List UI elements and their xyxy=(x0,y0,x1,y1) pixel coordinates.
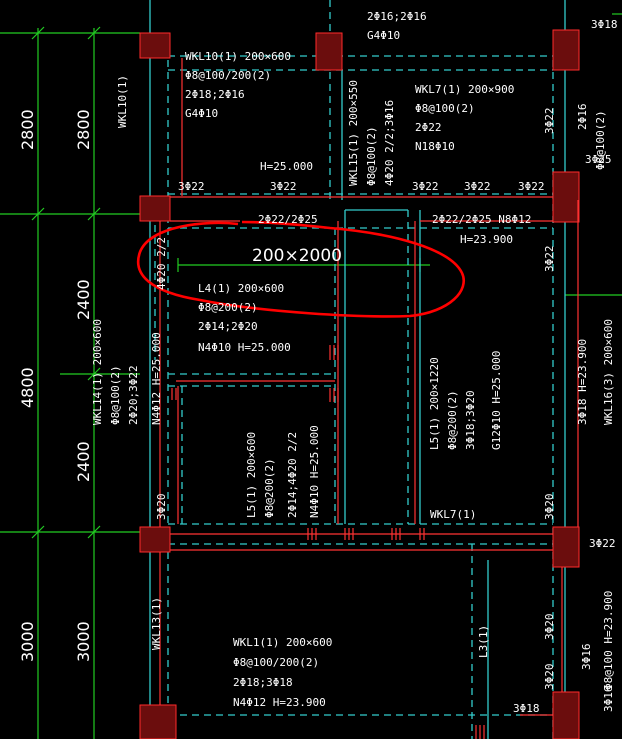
dim-2400-inner-a: 2400 xyxy=(74,279,93,320)
label-wkl14-1: WKL14(1) 200×600 xyxy=(91,319,104,425)
label-3d22-v1: 3Φ22 xyxy=(543,108,556,135)
dim-4800-outer: 4800 xyxy=(18,367,37,408)
label-r-top2: H=23.900 xyxy=(460,233,513,246)
label-top-right: 3Φ18 xyxy=(591,18,618,31)
rebar-ticks xyxy=(171,345,485,739)
label-l4-vert: 4Φ20 2/2 xyxy=(155,237,168,290)
label-wkl14-2: Φ8@100(2) xyxy=(109,365,122,425)
label-r2d16: 2Φ16 xyxy=(576,104,589,131)
label-l5b-1: L5(1) 200×1220 xyxy=(428,357,441,450)
label-wkl1-3: 2Φ18;3Φ18 xyxy=(233,676,293,689)
label-wkl10-3: 2Φ18;2Φ16 xyxy=(185,88,245,101)
label-l4-1: L4(1) 200×600 xyxy=(198,282,284,295)
label-3d20-a: 3Φ20 xyxy=(155,494,168,521)
columns xyxy=(139,29,580,739)
label-wkl1-2: Φ8@100/200(2) xyxy=(233,656,319,669)
label-wkl7a-2: Φ8@100(2) xyxy=(415,102,475,115)
dimension-texts: 2800 4800 3000 2800 2400 2400 3000 200×2… xyxy=(18,109,342,662)
label-r-h23: Φ8@100 H=23.900 xyxy=(602,591,615,690)
label-wkl7a-1: WKL7(1) 200×900 xyxy=(415,83,514,96)
label-wkl1-4: N4Φ12 H=23.900 xyxy=(233,696,326,709)
label-wkl15-3: 4Φ20 2/2;3Φ16 xyxy=(383,100,396,186)
column-2 xyxy=(315,32,343,71)
label-l5a-2: Φ8@200(2) xyxy=(263,458,276,518)
label-wkl10-1: WKL10(1) 200×600 xyxy=(185,50,291,63)
column-9 xyxy=(552,691,580,739)
label-top-b: G4Φ10 xyxy=(367,29,400,42)
label-l3: L3(1) xyxy=(477,625,490,658)
label-r-top1: 2Φ22/2Φ25 N8Φ12 xyxy=(432,213,531,226)
label-wkl7a-3: 2Φ22 xyxy=(415,121,442,134)
label-wkl14-4: N4Φ12 H=25.000 xyxy=(150,332,163,425)
column-4 xyxy=(139,195,171,222)
label-l4-4: N4Φ10 H=25.000 xyxy=(198,341,291,354)
label-wkl14-3: 2Φ20;3Φ22 xyxy=(127,365,140,425)
dimension-lines xyxy=(0,13,622,739)
annotation-circle xyxy=(137,220,465,318)
dim-2400-inner-b: 2400 xyxy=(74,441,93,482)
label-wkl10-vert: WKL10(1) xyxy=(116,75,129,128)
label-3d22-v2: 3Φ22 xyxy=(543,246,556,273)
column-8 xyxy=(139,704,177,739)
label-l5b-4: G12Φ10 H=25.000 xyxy=(490,351,503,450)
column-3 xyxy=(552,29,580,71)
label-wkl7b: WKL7(1) xyxy=(430,508,476,521)
label-l5b-3: 3Φ18;3Φ20 xyxy=(464,390,477,450)
label-3d20-c: 3Φ20 xyxy=(543,614,556,641)
dim-3000-outer: 3000 xyxy=(18,621,37,662)
label-r3d25: 3Φ25 xyxy=(585,153,612,166)
label-wkl15-2: Φ8@100(2) xyxy=(365,126,378,186)
label-l4-2: Φ8@200(2) xyxy=(198,301,258,314)
label-l5a-3: 2Φ14;4Φ20 2/2 xyxy=(286,432,299,518)
label-top-a: 2Φ16;2Φ16 xyxy=(367,10,427,23)
label-l4-top: 2Φ22/2Φ25 xyxy=(258,213,318,226)
label-3d22-e: 3Φ22 xyxy=(518,180,545,193)
label-wkl13: WKL13(1) xyxy=(150,597,163,650)
column-5 xyxy=(552,171,580,223)
column-1 xyxy=(139,32,171,59)
label-wkl1-1: WKL1(1) 200×600 xyxy=(233,636,332,649)
dim-2800-inner: 2800 xyxy=(74,109,93,150)
label-3d18: 3Φ18 xyxy=(513,702,540,715)
beam-labels: 2Φ16;2Φ16 G4Φ10 3Φ18 WKL10(1) WKL10(1) 2… xyxy=(91,10,618,715)
beam-edges xyxy=(149,0,566,739)
label-r3d16: 3Φ16 xyxy=(580,644,593,671)
dim-3000-inner: 3000 xyxy=(74,621,93,662)
dim-200x2000: 200×2000 xyxy=(252,246,342,266)
label-wkl15-1: WKL15(1) 200×550 xyxy=(347,80,360,186)
label-3d22-mid: 3Φ22 xyxy=(589,537,616,550)
label-wkl10-4: G4Φ10 xyxy=(185,107,218,120)
column-6 xyxy=(139,526,171,553)
label-3d22-b: 3Φ22 xyxy=(270,180,297,193)
label-l5b-2: Φ8@200(2) xyxy=(446,390,459,450)
label-r-stir: Φ8@100(2) xyxy=(594,110,607,170)
label-l5a-1: L5(1) 200×600 xyxy=(245,432,258,518)
dim-2800-outer: 2800 xyxy=(18,109,37,150)
label-wkl16-1: 3Φ18 H=23.900 xyxy=(576,339,589,425)
column-7 xyxy=(552,526,580,568)
label-r3d16b: 3Φ16 xyxy=(602,686,615,713)
label-h25-top: H=25.000 xyxy=(260,160,313,173)
label-3d20-d: 3Φ20 xyxy=(543,664,556,691)
label-l5a-4: N4Φ10 H=25.000 xyxy=(308,425,321,518)
label-3d22-a: 3Φ22 xyxy=(178,180,205,193)
label-l4-3: 2Φ14;2Φ20 xyxy=(198,320,258,333)
label-wkl7a-4: N18Φ10 xyxy=(415,140,455,153)
label-3d22-d: 3Φ22 xyxy=(464,180,491,193)
rebar-lines xyxy=(159,58,579,716)
label-wkl16-2: WKL16(3) 200×600 xyxy=(602,319,615,425)
label-3d22-c: 3Φ22 xyxy=(412,180,439,193)
label-3d20-b: 3Φ20 xyxy=(543,494,556,521)
label-wkl10-2: Φ8@100/200(2) xyxy=(185,69,271,82)
